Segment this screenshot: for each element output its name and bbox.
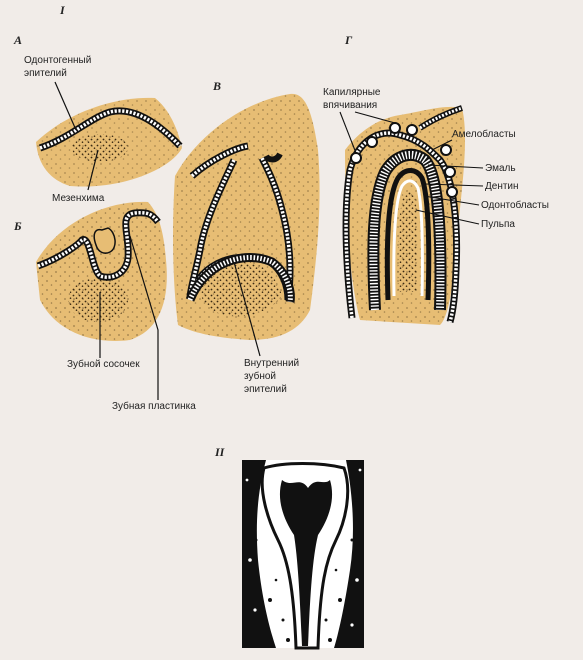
- section-label-2: II: [214, 445, 226, 459]
- label-odontogenic-epithelium-1: Одонтогенный: [24, 55, 91, 66]
- label-enamel: Эмаль: [485, 163, 516, 174]
- leader-capillary-1: [339, 111, 357, 154]
- tooth-xray-image: [242, 460, 364, 650]
- leader-odontoblasts: [423, 195, 480, 206]
- label-inner-epithelium-1: Внутренний: [244, 358, 299, 369]
- label-inner-epithelium-3: эпителий: [244, 384, 287, 395]
- leader-capillary-2: [354, 111, 396, 124]
- panel-g-illustration: [342, 105, 466, 326]
- panel-b-illustration: [36, 201, 167, 341]
- leader-pulp: [415, 209, 480, 225]
- label-pulp: Пульпа: [481, 219, 515, 230]
- label-capillary-1: Капилярные: [323, 87, 381, 98]
- label-dental-lamina: Зубная пластинка: [112, 400, 196, 412]
- label-odontoblasts: Одонтобласты: [481, 199, 549, 211]
- section-label-1: I: [59, 3, 66, 17]
- panel-label-b: Б: [13, 219, 22, 233]
- leader-dental-lamina: [129, 235, 159, 400]
- label-dental-papilla: Зубной сосочек: [67, 358, 140, 370]
- label-ameloblasts: Амелобласты: [452, 128, 516, 140]
- label-odontogenic-epithelium-2: эпителий: [24, 68, 67, 79]
- panel-label-v: В: [212, 79, 221, 93]
- panel-a-illustration: [36, 97, 183, 187]
- leader-ameloblasts: [431, 139, 453, 151]
- leader-mesenchyme: [87, 149, 99, 191]
- leader-dentin: [425, 183, 484, 187]
- label-capillary-2: впячивания: [323, 100, 377, 111]
- label-inner-epithelium-2: зубной: [244, 370, 276, 382]
- panel-label-g: Г: [344, 33, 353, 47]
- label-dentin: Дентин: [485, 181, 519, 192]
- panel-v-illustration: [173, 93, 320, 340]
- leader-inner-epithelium: [233, 261, 261, 357]
- panel-label-a: А: [13, 33, 22, 47]
- leader-odontogenic-epithelium: [54, 81, 77, 131]
- label-mesenchyme: Мезенхима: [52, 193, 105, 204]
- leader-enamel: [427, 164, 484, 169]
